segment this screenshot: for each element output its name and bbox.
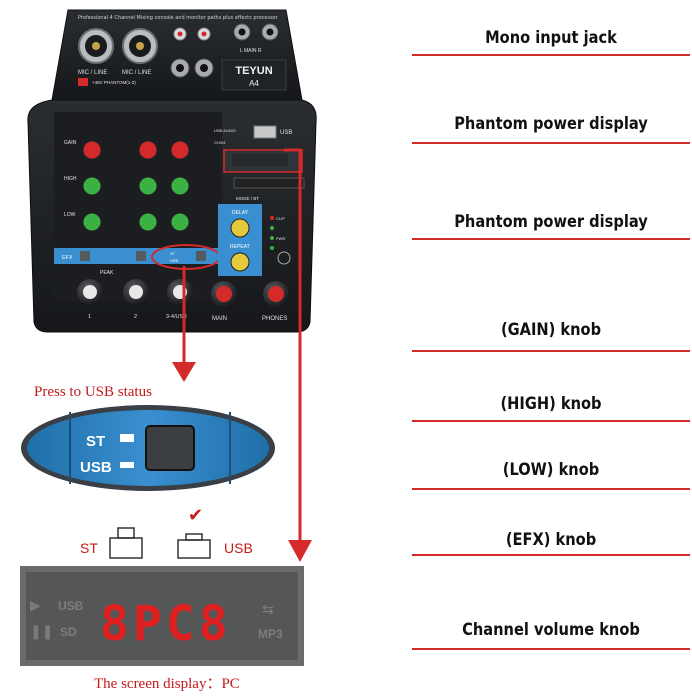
- feature-label: (LOW) knob: [502, 460, 600, 480]
- feature-label: (GAIN) knob: [500, 320, 602, 340]
- lcd-pause-icon: ❚❚: [30, 624, 53, 640]
- feature-label: Phantom power display: [454, 212, 648, 232]
- delay-label: DELAY: [232, 210, 249, 216]
- check-mark-icon: ✔: [188, 505, 204, 525]
- peak-label: PEAK: [100, 270, 114, 276]
- mode-label: MODE / BT: [236, 196, 259, 201]
- bottom-label-3: 3-4/USB: [166, 314, 187, 320]
- switch-state-icons: [109, 527, 211, 559]
- feature-divider: [412, 420, 690, 422]
- main-lr-label: L MAIN R: [240, 48, 262, 54]
- phantom-label: +48V PHANTOM(1-2): [92, 80, 136, 85]
- press-caption: Press to USB status: [34, 384, 152, 400]
- mic-line-jack-2: [122, 28, 158, 64]
- jack-label-1: MIC / LINE: [78, 70, 107, 76]
- lcd-sd-label: SD: [60, 625, 77, 639]
- power-label: PWR: [276, 236, 285, 241]
- bottom-label-phones: PHONES: [262, 316, 287, 322]
- model-name: A4: [249, 79, 259, 88]
- feature-label: (EFX) knob: [505, 530, 597, 550]
- lcd-digits: 8PC8: [100, 596, 232, 652]
- status-st-label: ST: [80, 540, 98, 556]
- feature-label: Phantom power display: [454, 114, 648, 134]
- feature-divider: [412, 350, 690, 352]
- zoom-st-label: ST: [86, 433, 105, 450]
- volume-knobs: [77, 279, 289, 307]
- repeat-label: REPEAT: [230, 244, 250, 250]
- usb-label: USB: [280, 130, 292, 136]
- clip-label: CLIP: [276, 216, 285, 221]
- usb-label-small: USB: [170, 258, 179, 263]
- lcd-usb-label: USB: [58, 599, 84, 613]
- lcd-repeat-icon: ⇆: [262, 602, 274, 618]
- usb-audio-label: USB AUDIO: [214, 128, 236, 133]
- channel-knobs: [82, 140, 190, 232]
- phantom-switch: [78, 78, 88, 86]
- feature-divider: [412, 554, 690, 556]
- st-usb-zoom-image: ST USB: [20, 404, 276, 492]
- mic-line-jack-1: [78, 28, 114, 64]
- feature-label: (HIGH) knob: [500, 394, 602, 414]
- jack-label-2: MIC / LINE: [122, 70, 151, 76]
- feature-divider: [412, 238, 690, 240]
- st-label: ST: [170, 251, 176, 256]
- zoom-usb-label: USB: [80, 459, 112, 476]
- st-usb-button: [196, 251, 206, 261]
- device-header-text: Professional 4 Channel Mixing console an…: [78, 15, 279, 21]
- mixer-device-image: Professional 4 Channel Mixing console an…: [18, 4, 318, 334]
- lcd-display-image: ▶ ❚❚ USB SD 8PC8 ⇆ MP3: [20, 566, 304, 666]
- bottom-label-2: 2: [134, 314, 137, 320]
- lcd-mp3-label: MP3: [258, 627, 283, 641]
- st-usb-button-zoom: [145, 425, 195, 471]
- feature-divider: [412, 54, 690, 56]
- high-label: HIGH: [64, 176, 77, 182]
- feature-divider: [412, 142, 690, 144]
- usb-port: [253, 125, 277, 139]
- feature-label: Channel volume knob: [462, 620, 640, 640]
- brand-name: TEYUN: [235, 65, 272, 77]
- status-usb-label: USB: [224, 540, 253, 556]
- efx-label: EFX: [62, 255, 73, 261]
- gain-label: GAIN: [64, 140, 77, 146]
- bottom-label-1: 1: [88, 314, 91, 320]
- feature-label: Mono input jack: [485, 28, 617, 48]
- lcd-play-icon: ▶: [30, 598, 41, 614]
- bottom-label-main: MAIN: [212, 316, 227, 322]
- low-label: LOW: [64, 212, 76, 218]
- feature-divider: [412, 648, 690, 650]
- feature-divider: [412, 488, 690, 490]
- screen-caption: The screen display：PC: [94, 676, 240, 692]
- ch34-label: CH3/4: [214, 140, 226, 145]
